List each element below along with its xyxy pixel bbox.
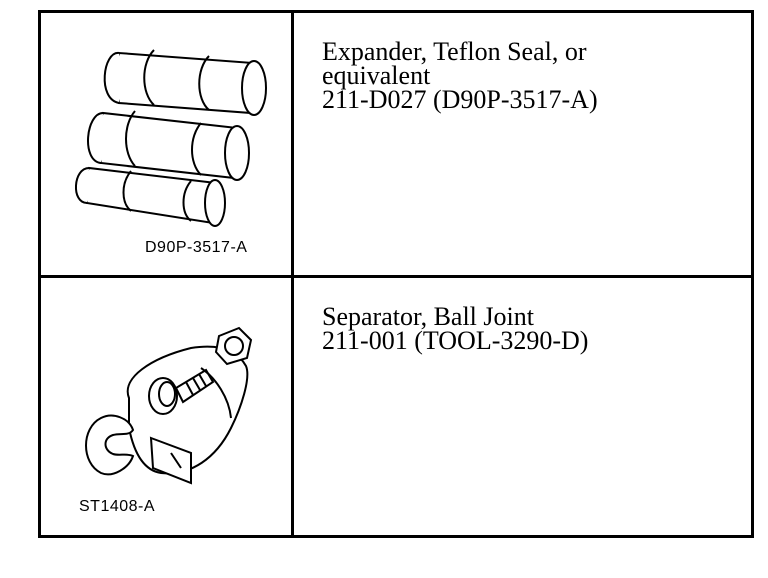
- tool-description-cell: Expander, Teflon Seal, or equivalent 211…: [294, 13, 751, 275]
- special-tools-table: D90P-3517-A Expander, Teflon Seal, or eq…: [38, 10, 754, 538]
- tool-name-line: Expander, Teflon Seal, or: [322, 37, 587, 66]
- tool-part-number: 211-D027 (D90P-3517-A): [322, 85, 598, 114]
- tool-description-cell: Separator, Ball Joint 211-001 (TOOL-3290…: [294, 278, 751, 535]
- tool-illustration-cell: D90P-3517-A: [41, 13, 294, 275]
- tool-name-line: equivalent: [322, 61, 431, 90]
- tool-row-ball-joint-separator: ST1408-A Separator, Ball Joint 211-001 (…: [41, 278, 751, 535]
- tool-illustration-cell: ST1408-A: [41, 278, 294, 535]
- tool-part-number: 211-001 (TOOL-3290-D): [322, 326, 589, 355]
- page-top-edge: [38, 0, 758, 8]
- seal-expander-icon: [74, 49, 267, 227]
- ball-joint-separator-icon: [85, 326, 253, 485]
- figure-label: ST1408-A: [79, 498, 156, 515]
- tool-name-line: Separator, Ball Joint: [322, 302, 534, 331]
- figure-label: D90P-3517-A: [145, 239, 248, 256]
- tool-row-seal-expander: D90P-3517-A Expander, Teflon Seal, or eq…: [41, 13, 751, 278]
